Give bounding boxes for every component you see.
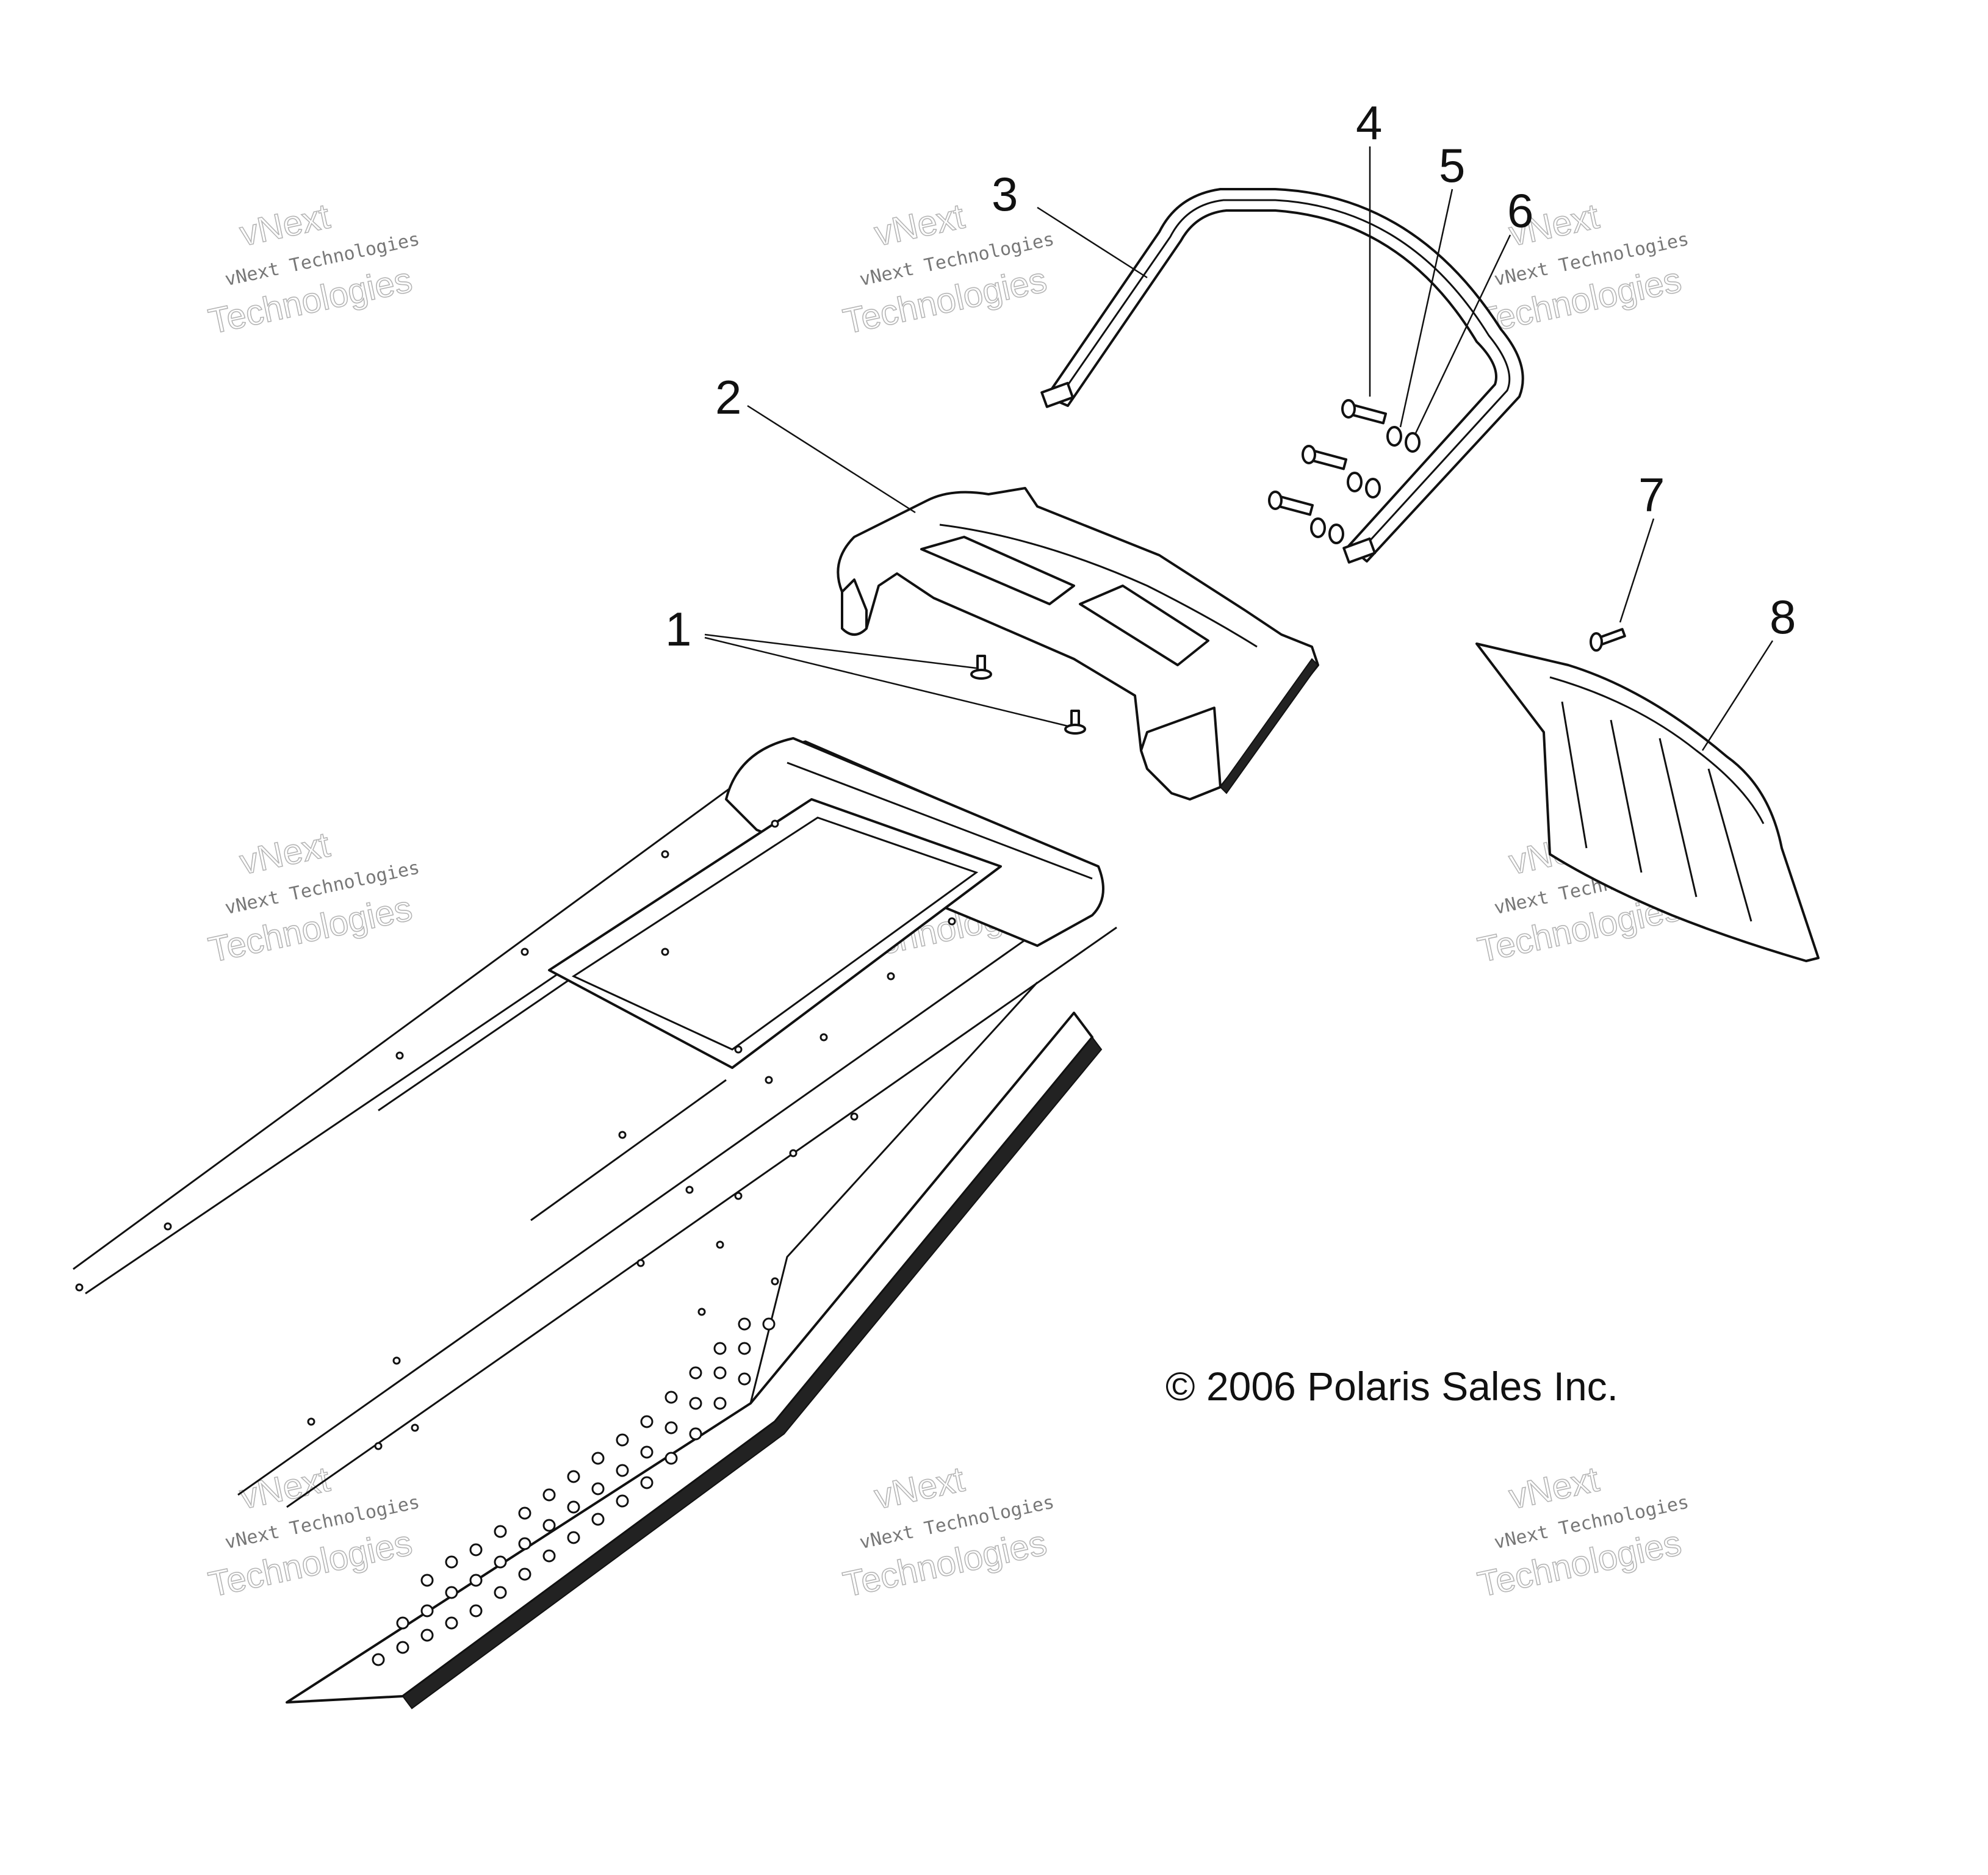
running-board-traction-holes [372,1317,776,1666]
snow-flap-rib-1 [1561,701,1588,849]
seat-base-rear-edge [1219,658,1319,794]
grab-bar-end-left [1040,381,1075,408]
svg-text:vNext: vNext [1505,1459,1602,1517]
tunnel-surface-line-2 [286,926,1117,1508]
leader-lines [704,146,1774,751]
push-rivet-upper [970,655,992,680]
bolt-2 [1302,445,1348,470]
leader-2 [747,405,916,514]
rear-frame-bolt-row [787,761,1093,880]
leader-5 [1399,189,1453,428]
svg-text:vNext: vNext [236,825,333,882]
leader-1b [704,636,1068,727]
seat-base-left-cutout [841,578,868,636]
svg-text:vNext: vNext [236,196,333,254]
watermark-bottom-left: vNext vNext Technologies Technologies [204,1459,421,1605]
grab-bar-inner-line [1056,199,1511,555]
leader-1a [704,633,977,669]
snow-flap-rib-2 [1610,719,1643,873]
grab-bar-part-3 [1040,188,1524,564]
bolt-3 [1268,491,1314,516]
tunnel-right-side-line [749,981,1039,1404]
snow-flap-body [1475,642,1820,962]
watermark-middle-left: vNext vNext Technologies Technologies [204,824,421,971]
seat-mount-plate-inner [571,816,979,1051]
running-board-edge-strip [402,1036,1103,1710]
callout-8: 8 [1770,590,1796,644]
tunnel-rivets [75,819,956,1450]
watermark-bottom-right: vNext vNext Technologies Technologies [1474,1459,1690,1605]
seat-base-part-2 [837,487,1319,801]
tunnel-chassis [73,737,1117,1710]
nut-2 [1365,478,1381,498]
push-rivet-part-7 [1590,628,1626,652]
snow-flap-part-8 [1475,642,1820,962]
snow-flap-rib-3 [1658,738,1698,898]
snow-flap-rib-4 [1707,768,1752,922]
svg-text:vNext: vNext [871,1459,968,1517]
running-board [286,1012,1093,1704]
callout-5: 5 [1439,139,1465,192]
bolt-1 [1341,399,1388,425]
watermark-top-center: vNext vNext Technologies Technologies [839,196,1056,342]
hardware-washers-part-5 [1310,426,1402,538]
snow-flap-top-band [1549,676,1765,824]
callout-2: 2 [715,370,741,424]
svg-text:vNext: vNext [236,1459,333,1517]
push-rivet-lower [1064,710,1086,735]
washer-3 [1310,517,1326,538]
copyright-notice: © 2006 Polaris Sales Inc. [1165,1364,1618,1409]
callout-3: 3 [992,167,1018,221]
tunnel-surface-line-1 [237,896,1087,1496]
watermark-top-left: vNext vNext Technologies Technologies [204,196,421,342]
callout-6: 6 [1507,184,1533,237]
callout-7: 7 [1638,468,1665,522]
washer-2 [1347,472,1363,492]
seat-base-handle-slot-right [1079,585,1209,666]
seat-base-handle-slot-left [920,536,1075,605]
seat-base-right-leg [1140,707,1222,801]
nut-1 [1405,432,1421,453]
grab-bar-end-right [1342,537,1377,564]
leader-8 [1701,640,1774,751]
push-rivets-part-1 [970,655,1086,735]
watermark-bottom-center: vNext vNext Technologies Technologies [839,1459,1056,1605]
leader-7 [1619,518,1655,623]
washer-1 [1386,426,1402,447]
leader-6 [1414,234,1511,434]
hardware-nuts-part-6 [1328,432,1421,544]
tunnel-inner-rail-2 [530,1079,727,1222]
seat-mount-plate [548,798,1002,1069]
hardware-bolts-part-4 [1268,399,1388,516]
callout-labels: 1 2 3 4 5 6 7 8 [665,96,1796,656]
callout-1: 1 [665,602,691,656]
leader-3 [1037,206,1148,279]
grab-bar-tube [1045,188,1524,563]
svg-text:vNext: vNext [871,196,968,254]
seat-base-ridge [939,524,1258,648]
callout-4: 4 [1356,96,1382,149]
nut-3 [1328,524,1344,544]
